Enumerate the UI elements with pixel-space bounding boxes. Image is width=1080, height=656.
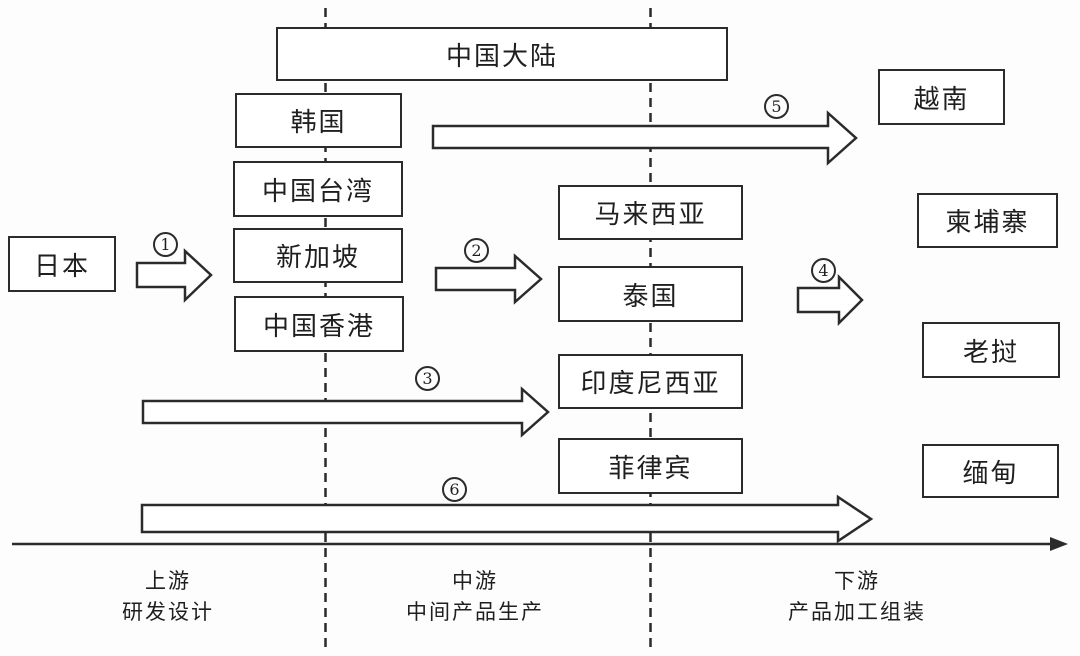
box-laos: 老挝 [922,322,1060,378]
stage-midstream: 中游 中间产品生产 [365,566,585,628]
box-cambodia: 柬埔寨 [917,193,1058,248]
arrow-6-number-badge: 6 [442,477,467,502]
stage-midstream-title: 中游 [452,569,498,593]
stage-upstream-title: 上游 [145,569,191,593]
arrow-4-number-badge: 4 [811,258,836,283]
stage-downstream-title: 下游 [834,569,880,593]
arrow-1-number-badge: 1 [153,232,178,257]
stage-upstream-subtitle: 研发设计 [122,600,214,624]
stage-midstream-subtitle: 中间产品生产 [406,600,544,624]
stage-downstream-subtitle: 产品加工组装 [788,600,926,624]
value-chain-axis-arrowhead-icon [1050,537,1068,551]
box-malaysia: 马来西亚 [558,185,743,240]
arrow-5-number-badge: 5 [764,94,789,119]
block-arrow-1 [135,248,213,303]
block-arrow-3 [141,386,550,438]
box-taiwan-china: 中国台湾 [233,161,403,217]
box-myanmar: 缅甸 [922,444,1059,498]
box-indonesia: 印度尼西亚 [558,354,743,409]
box-japan: 日本 [8,236,116,292]
block-arrow-6 [140,494,874,544]
block-arrow-5 [431,110,858,166]
block-arrow-2 [434,253,543,305]
box-hong-kong-china: 中国香港 [234,296,404,352]
block-arrow-4 [796,273,864,327]
box-thailand: 泰国 [558,266,743,322]
arrow-2-number-badge: 2 [464,238,489,263]
stage-upstream: 上游 研发设计 [58,566,278,628]
stage-downstream: 下游 产品加工组装 [747,566,967,628]
arrow-3-number-badge: 3 [415,366,440,391]
box-philippines: 菲律宾 [558,438,743,494]
box-china-mainland: 中国大陆 [276,27,728,81]
box-vietnam: 越南 [878,69,1005,125]
box-singapore: 新加坡 [233,228,403,283]
box-south-korea: 韩国 [235,93,402,148]
